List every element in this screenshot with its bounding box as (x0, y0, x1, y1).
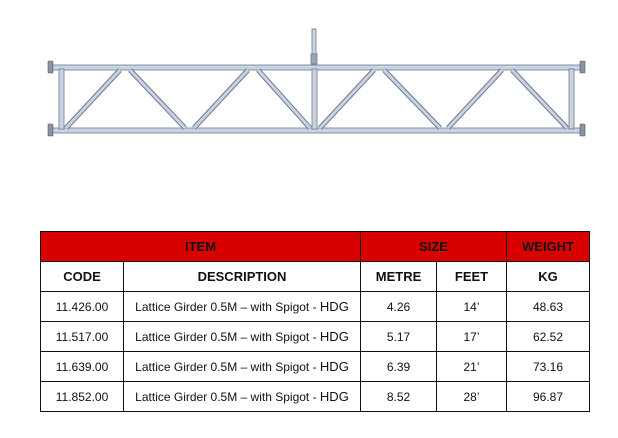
table-row: 11.852.00 Lattice Girder 0.5M – with Spi… (40, 381, 590, 412)
item-header: ITEM (40, 231, 361, 262)
description-header: DESCRIPTION (123, 261, 361, 292)
description-cell: Lattice Girder 0.5M – with Spigot - HDG (123, 291, 361, 322)
code-cell: 11.426.00 (40, 291, 124, 322)
metre-cell: 4.26 (360, 291, 437, 322)
code-cell: 11.639.00 (40, 351, 124, 382)
right-post (568, 68, 575, 130)
feet-cell: 28’ (436, 381, 507, 412)
description-cell: Lattice Girder 0.5M – with Spigot - HDG (123, 321, 361, 352)
kg-cell: 48.63 (506, 291, 590, 322)
weight-header: WEIGHT (506, 231, 590, 262)
code-cell: 11.517.00 (40, 321, 124, 352)
kg-cell: 62.52 (506, 321, 590, 352)
code-header: CODE (40, 261, 124, 292)
kg-header: KG (506, 261, 590, 292)
center-post (311, 68, 318, 130)
description-cell: Lattice Girder 0.5M – with Spigot - HDG (123, 381, 361, 412)
metre-cell: 8.52 (360, 381, 437, 412)
group-header-row: ITEM SIZE WEIGHT (40, 231, 590, 262)
left-post (58, 68, 65, 130)
feet-header: FEET (436, 261, 507, 292)
table-row: 11.639.00 Lattice Girder 0.5M – with Spi… (40, 351, 590, 382)
feet-cell: 17’ (436, 321, 507, 352)
specification-table: ITEM SIZE WEIGHT CODE DESCRIPTION METRE … (40, 231, 590, 412)
end-couplers (47, 60, 586, 137)
column-header-row: CODE DESCRIPTION METRE FEET KG (40, 261, 590, 292)
size-header: SIZE (360, 231, 507, 262)
code-cell: 11.852.00 (40, 381, 124, 412)
feet-cell: 14’ (436, 291, 507, 322)
kg-cell: 73.16 (506, 351, 590, 382)
description-cell: Lattice Girder 0.5M – with Spigot - HDG (123, 351, 361, 382)
table-row: 11.426.00 Lattice Girder 0.5M – with Spi… (40, 291, 590, 322)
kg-cell: 96.87 (506, 381, 590, 412)
metre-cell: 6.39 (360, 351, 437, 382)
metre-header: METRE (360, 261, 437, 292)
feet-cell: 21’ (436, 351, 507, 382)
table-row: 11.517.00 Lattice Girder 0.5M – with Spi… (40, 321, 590, 352)
lattice-girder-drawing (47, 28, 586, 137)
metre-cell: 5.17 (360, 321, 437, 352)
